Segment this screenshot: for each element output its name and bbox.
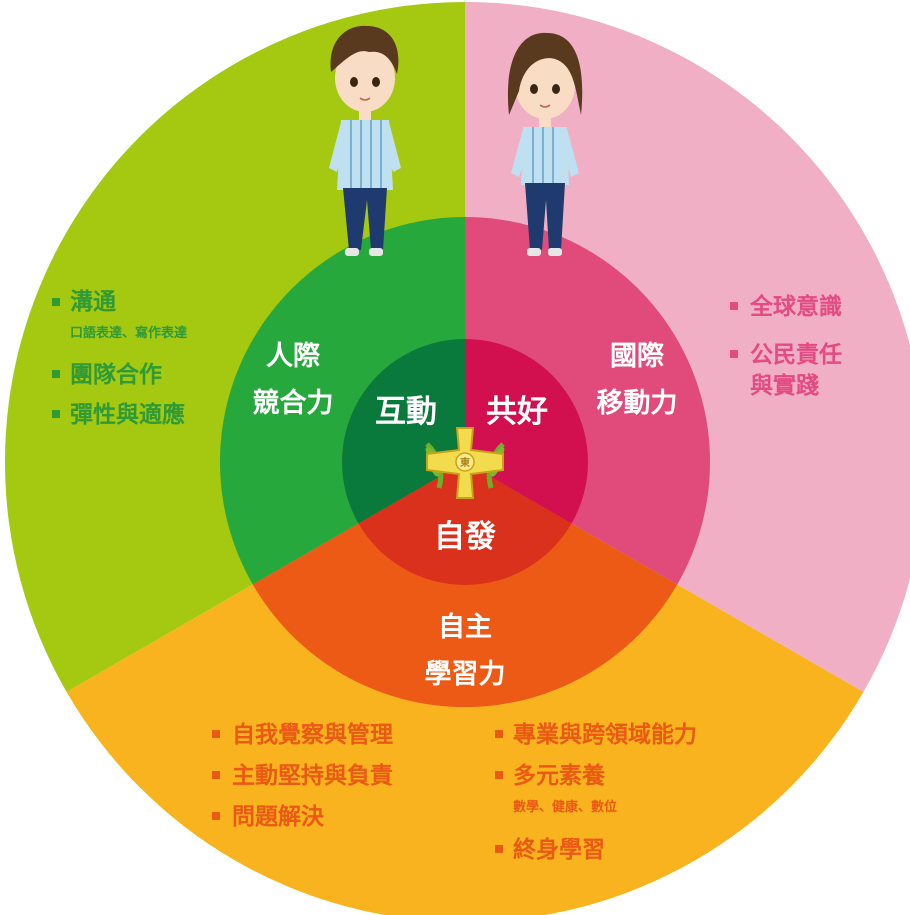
item-professional-skills: 專業與跨領域能力 bbox=[513, 721, 697, 748]
school-emblem-icon: 東 bbox=[425, 427, 505, 499]
emblem-char: 東 bbox=[460, 456, 470, 469]
bullet-icon bbox=[212, 730, 220, 738]
item-literacy-sub: 數學、健康、數位 bbox=[513, 799, 617, 815]
item-self-awareness: 自我覺察與管理 bbox=[232, 721, 393, 748]
bullet-icon bbox=[212, 812, 220, 820]
core-sector-interaction bbox=[342, 339, 465, 524]
ring-label-common-good-line2: 移動力 bbox=[597, 388, 678, 419]
ring-label-initiative-line1: 自主 bbox=[438, 611, 492, 643]
ring-label-initiative-line2: 學習力 bbox=[425, 659, 506, 690]
bullet-icon bbox=[52, 410, 60, 418]
item-flexibility: 彈性與適應 bbox=[70, 401, 185, 428]
bullet-icon bbox=[52, 370, 60, 378]
item-literacy: 多元素養 bbox=[513, 762, 606, 789]
core-sector-common-good bbox=[465, 339, 588, 524]
item-problem-solving: 問題解決 bbox=[232, 803, 325, 830]
item-lifelong-learning: 終身學習 bbox=[513, 836, 605, 863]
student-boy-icon bbox=[329, 25, 401, 256]
bullet-icon bbox=[495, 845, 503, 853]
bullet-icon bbox=[730, 350, 738, 358]
student-girl-icon bbox=[507, 32, 583, 256]
ring-label-interaction-line1: 人際 bbox=[266, 341, 320, 372]
item-civic-responsibility-line2: 與實踐 bbox=[750, 372, 819, 399]
item-teamwork: 團隊合作 bbox=[70, 361, 162, 388]
core-label-initiative: 自發 bbox=[434, 519, 496, 555]
bullet-icon bbox=[730, 302, 738, 310]
bullet-icon bbox=[495, 730, 503, 738]
initiative-items-left: 自我覺察與管理 主動堅持與負責 問題解決 bbox=[212, 721, 393, 830]
item-communication-sub: 口語表達、寫作表達 bbox=[70, 325, 187, 341]
item-persistence: 主動堅持與負責 bbox=[232, 762, 393, 789]
item-communication: 溝通 bbox=[70, 289, 116, 315]
item-civic-responsibility: 公民責任 bbox=[750, 341, 842, 368]
item-global-awareness: 全球意識 bbox=[749, 293, 842, 320]
common-good-items: 全球意識 公民責任 與實踐 bbox=[730, 293, 842, 399]
ring-label-interaction-line2: 競合力 bbox=[253, 387, 334, 419]
bullet-icon bbox=[52, 298, 60, 306]
core-label-interaction: 互動 bbox=[375, 394, 437, 430]
core-sector-initiative bbox=[358, 462, 572, 585]
core-label-common-good: 共好 bbox=[486, 394, 548, 430]
interaction-items: 溝通 口語表達、寫作表達 團隊合作 彈性與適應 bbox=[52, 289, 187, 428]
initiative-items-right: 專業與跨領域能力 多元素養 數學、健康、數位 終身學習 bbox=[495, 721, 697, 863]
bullet-icon bbox=[212, 771, 220, 779]
ring-label-common-good-line1: 國際 bbox=[610, 341, 664, 372]
bullet-icon bbox=[495, 771, 503, 779]
